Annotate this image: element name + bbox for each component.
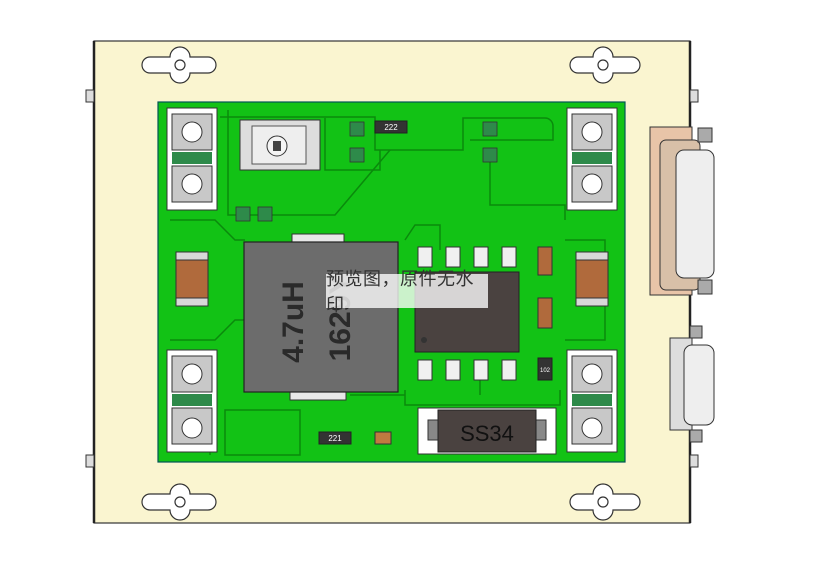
terminal-block-top-left (166, 107, 218, 211)
keyhole-slot-bottom-left (141, 483, 217, 521)
keyhole-slot-top-left (141, 46, 217, 84)
diode-label: SS34 (460, 421, 514, 446)
potentiometer (239, 119, 321, 171)
db-connector-large (649, 126, 715, 296)
svg-text:221: 221 (328, 434, 342, 443)
resistor-right: 102 (537, 357, 553, 381)
svg-text:222: 222 (384, 123, 398, 132)
terminal-block-bottom-right (566, 349, 618, 453)
inductor-label-1: 4.7uH (277, 281, 310, 363)
svg-text:102: 102 (540, 368, 551, 374)
inductor: 4.7uH 1629Y (243, 233, 399, 401)
diode: SS34 (417, 407, 557, 455)
keyhole-slot-top-right (569, 46, 641, 84)
terminal-block-bottom-left (166, 349, 218, 453)
keyhole-slot-bottom-right (569, 483, 641, 521)
resistor-bottom: 221 (318, 431, 352, 445)
watermark: 预览图，原件无水印 (326, 269, 488, 316)
terminal-block-top-right (566, 107, 618, 211)
db-connector-small (669, 325, 715, 443)
resistor-top: 222 (374, 120, 408, 134)
